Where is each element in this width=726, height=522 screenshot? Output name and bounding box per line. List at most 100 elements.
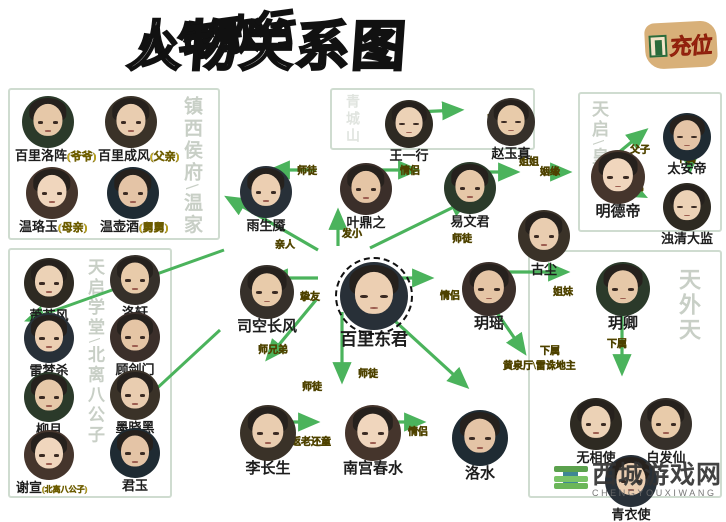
avatar	[452, 410, 508, 466]
edge-label-e-jiemei-2: 姐妹	[553, 287, 573, 298]
avatar	[570, 398, 622, 450]
relationship-chart-page: 人物关系图 少年歌行 充位 镇西侯府\温家 青城山 天启\皇宫 天启学堂\北离八…	[0, 0, 726, 500]
character-name: 王一行	[389, 148, 429, 163]
avatar	[110, 428, 160, 478]
avatar	[462, 262, 516, 316]
edge-label-e-fanlao: 返老还童	[291, 437, 331, 448]
badge-label: 充位	[669, 32, 714, 60]
group-label-qingcheng: 青城山	[344, 94, 359, 145]
avatar	[591, 150, 645, 204]
edge-label-e-shitu-1: 师徒	[297, 166, 317, 177]
group-label-houfu: 镇西侯府\温家	[181, 96, 202, 237]
character-name: 南宫春水	[342, 461, 403, 477]
character-name: 君玉	[121, 478, 148, 493]
character-name: 百里东君	[340, 330, 408, 349]
character-node-yiwenjun[interactable]: 易文君	[437, 162, 503, 229]
character-role: (父亲)	[150, 151, 180, 163]
character-node-baifaxian[interactable]: 白发仙	[633, 398, 699, 465]
character-name: 玥瑶	[473, 316, 504, 332]
character-node-gujianmen[interactable]: 顾剑门	[102, 312, 168, 377]
character-name: 李长生	[245, 461, 291, 477]
character-node-yueqing[interactable]: 玥卿	[590, 262, 656, 333]
character-node-bailidongjun[interactable]: 百里东君	[335, 257, 413, 349]
character-name: 百里成风(父亲)	[98, 148, 180, 163]
character-node-wangyixing[interactable]: 王一行	[376, 100, 442, 163]
avatar	[107, 167, 159, 219]
character-name: 白发仙	[646, 450, 686, 465]
character-name: 赵玉真	[491, 146, 531, 161]
character-node-sikongchangfeng[interactable]: 司空长风	[234, 265, 300, 336]
character-node-luoshui[interactable]: 洛水	[447, 410, 513, 483]
stacked-books-icon	[553, 465, 588, 496]
watermark: 西城游戏网 CHENGYOUXIWANG	[553, 462, 722, 498]
character-node-junyu[interactable]: 君玉	[102, 428, 168, 493]
edge-label-e-fuzi: 父子	[630, 145, 650, 156]
status-badge: 充位	[643, 20, 719, 70]
card-icon	[648, 34, 669, 58]
character-name: 玥卿	[607, 316, 638, 332]
character-node-zhaoyuzhen[interactable]: 赵玉真	[478, 98, 544, 161]
avatar	[110, 370, 160, 420]
character-name: 古尘	[530, 262, 557, 277]
character-node-moxiaohei[interactable]: 墨晓黑	[102, 370, 168, 435]
character-name: 无相使	[576, 450, 616, 465]
edge-label-e-qinglv-1: 情侣	[400, 166, 420, 177]
watermark-text-en: CHENGYOUXIWANG	[591, 488, 717, 498]
character-role: (母亲)	[58, 222, 88, 234]
character-node-guchen[interactable]: 古尘	[511, 210, 577, 277]
avatar	[663, 183, 711, 231]
avatar	[385, 100, 433, 148]
character-node-yushengyan[interactable]: 雨生魇	[233, 166, 299, 233]
avatar	[22, 96, 74, 148]
avatar	[26, 167, 78, 219]
watermark-text-cn: 西城游戏网	[591, 462, 722, 489]
character-node-leimengsha[interactable]: 雷梦杀	[16, 313, 82, 378]
character-name: 温珞玉(母亲)	[19, 219, 88, 234]
character-name: 太安帝	[667, 161, 707, 176]
avatar	[24, 430, 74, 480]
character-node-liuyue[interactable]: 柳月	[16, 372, 82, 437]
character-node-mingdedi[interactable]: 明德帝	[585, 150, 651, 221]
character-node-xiexuan[interactable]: 谢宣(北离八公子)	[16, 430, 88, 495]
character-name: 青衣使	[611, 507, 651, 522]
avatar	[110, 255, 160, 305]
edge-label-e-xiashu-3: 下属	[540, 346, 560, 357]
edge-label-e-shixiongdi-2: 师兄弟	[258, 345, 288, 356]
edge-label-e-shitu-4: 师徒	[358, 369, 378, 380]
character-node-wenluoyu[interactable]: 温珞玉(母亲)	[19, 167, 88, 235]
avatar	[340, 163, 392, 215]
avatar	[24, 372, 74, 422]
character-name: 浊清大监	[660, 231, 713, 246]
avatar	[24, 258, 74, 308]
character-node-luoxuan[interactable]: 洛轩	[102, 255, 168, 320]
page-title-bar: 人物关系图 少年歌行 充位	[0, 0, 726, 88]
edge-label-e-faxiao: 发小	[342, 229, 362, 240]
character-node-taiandi[interactable]: 太安帝	[654, 113, 720, 176]
character-node-lichangsheng[interactable]: 李长生	[235, 405, 301, 478]
edge-label-e-shitu-3: 师徒	[302, 382, 322, 393]
avatar	[345, 405, 401, 461]
character-node-baililuozhen[interactable]: 百里洛阵(爷爷)	[15, 96, 97, 164]
avatar	[240, 405, 296, 461]
character-node-yueyao[interactable]: 玥瑶	[456, 262, 522, 333]
avatar	[487, 98, 535, 146]
character-name: 谢宣(北离八公子)	[16, 480, 88, 495]
avatar	[640, 398, 692, 450]
character-name: 司空长风	[236, 319, 297, 335]
character-node-yedingzhi[interactable]: 叶鼎之	[333, 163, 399, 230]
edge-label-e-xiashu-4: 下属	[607, 339, 627, 350]
edge-label-e-yinyuan-2: 黄泉厅\雷诛地主	[503, 361, 576, 372]
character-node-zhuoqingdajian[interactable]: 浊清大监	[654, 183, 720, 246]
avatar	[605, 455, 657, 507]
character-name: 温壶酒(舅舅)	[100, 219, 169, 234]
character-node-wuxiangshi[interactable]: 无相使	[563, 398, 629, 465]
character-node-wenhujiu[interactable]: 温壶酒(舅舅)	[100, 167, 169, 235]
character-node-nangongchunshui[interactable]: 南宫春水	[340, 405, 406, 478]
character-node-bailichengfeng[interactable]: 百里成风(父亲)	[98, 96, 180, 164]
edge-label-e-shitu-2: 师徒	[452, 234, 472, 245]
edge-label-e-qinglv-2: 情侣	[440, 291, 460, 302]
character-name: 洛水	[464, 466, 495, 482]
avatar	[663, 113, 711, 161]
character-name: 明德帝	[595, 204, 641, 220]
avatar	[110, 312, 160, 362]
